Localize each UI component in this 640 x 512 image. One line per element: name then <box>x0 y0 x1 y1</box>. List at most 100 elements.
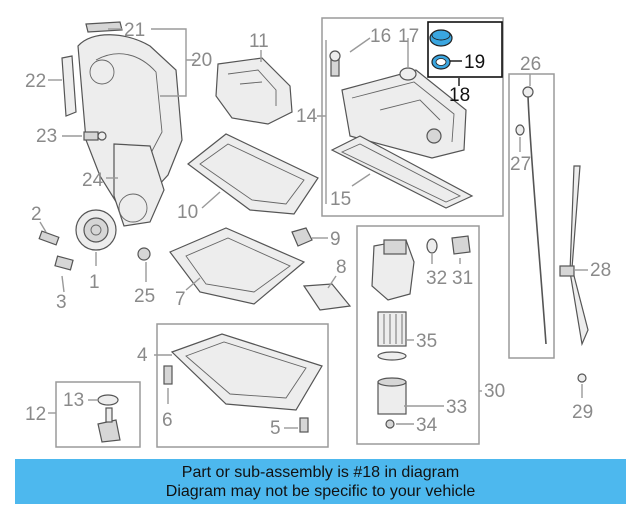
bolt-25-part <box>137 247 151 261</box>
plug-9-part <box>291 227 313 247</box>
lower-timing-cover-part <box>113 143 165 227</box>
leader-15 <box>351 173 371 187</box>
valve-cover-group-box <box>321 17 504 217</box>
filter-cap-top <box>377 377 407 387</box>
callout-33: 33 <box>446 397 467 418</box>
callout-19: 19 <box>464 52 485 73</box>
callout-10: 10 <box>177 202 198 223</box>
callout-14: 14 <box>296 106 318 127</box>
banner-line-part-number: Part or sub-assembly is #18 in diagram <box>181 463 460 481</box>
leader-3 <box>61 275 65 293</box>
callout-11: 11 <box>249 31 269 52</box>
callout-17: 17 <box>398 26 419 47</box>
bolt-23-part <box>83 131 99 141</box>
crank-pulley-hub <box>83 217 109 243</box>
callout-13: 13 <box>63 390 84 411</box>
highlight-box-18 <box>427 21 503 78</box>
crank-pulley-center <box>90 224 102 236</box>
callout-12: 12 <box>25 404 46 425</box>
exploded-parts-diagram: 21 20 22 23 24 11 10 14 15 16 17 19 18 2… <box>25 17 611 448</box>
dipstick-seal-27-part <box>515 124 525 136</box>
oil-baffle-part <box>169 227 306 305</box>
timing-cover-boss <box>89 59 115 85</box>
oil-filler-cap-ridge <box>431 29 451 41</box>
seal-31-part <box>451 235 471 255</box>
grommet-17-part <box>399 67 417 81</box>
callout-1: 1 <box>89 272 100 293</box>
filler-cap-seal-hole <box>435 58 447 66</box>
callout-6: 6 <box>162 410 173 431</box>
bolt-23-head <box>97 131 107 141</box>
oring-29-part <box>577 373 587 383</box>
oil-filter-oring <box>377 351 407 361</box>
callout-16: 16 <box>370 26 391 47</box>
callout-15: 15 <box>330 189 351 210</box>
leader-8 <box>327 275 337 289</box>
callout-4: 4 <box>137 345 148 366</box>
lower-cover-seal <box>118 193 148 223</box>
callout-25: 25 <box>134 286 155 307</box>
callout-28: 28 <box>590 260 611 281</box>
dipstick-tube-28-part <box>569 165 589 347</box>
bolt-16-head <box>329 50 341 62</box>
control-valve-detail <box>227 69 277 106</box>
leader-20-21 <box>151 28 196 97</box>
drain-plug-6-part <box>163 365 173 385</box>
callout-34: 34 <box>416 415 438 436</box>
dipstick-handle <box>522 86 534 98</box>
oil-filter-pleats <box>383 314 403 344</box>
callout-22: 22 <box>25 71 46 92</box>
valve-cover-detail <box>351 81 455 143</box>
oil-level-sensor-part <box>97 419 121 443</box>
valve-cover-gasket-part <box>330 135 474 209</box>
callout-29: 29 <box>572 402 593 423</box>
callout-8: 8 <box>336 257 347 278</box>
timing-bracket-part <box>61 55 77 117</box>
callout-24: 24 <box>82 170 104 191</box>
seal-32-part <box>426 238 438 254</box>
callout-9: 9 <box>330 229 341 250</box>
banner-line-disclaimer: Diagram may not be specific to your vehi… <box>165 482 476 500</box>
oil-filter-element-35-part <box>377 311 407 347</box>
callout-32: 32 <box>426 268 447 289</box>
callout-27: 27 <box>510 154 531 175</box>
oil-pan-inner <box>185 341 307 399</box>
bedplate-gasket-part <box>187 133 319 215</box>
info-banner: Part or sub-assembly is #18 in diagram D… <box>15 459 626 504</box>
dipstick-tube-bracket <box>559 265 575 277</box>
valve-cover-gasket-inner <box>340 143 462 203</box>
callout-7: 7 <box>175 289 186 310</box>
oil-filter-housing-top <box>383 239 407 255</box>
oil-baffle-inner <box>185 237 291 293</box>
callout-2: 2 <box>31 204 42 225</box>
dipstick-26-part <box>527 95 547 345</box>
leader-2 <box>39 221 47 233</box>
bolt-3-part <box>54 255 74 271</box>
bolt-5-part <box>299 417 309 433</box>
callout-35: 35 <box>416 331 437 352</box>
sensor-stem <box>105 407 113 423</box>
leader-14 <box>317 40 327 204</box>
callout-20: 20 <box>191 50 212 71</box>
timing-cover-detail <box>95 53 163 181</box>
dipstick-group-box <box>508 73 555 359</box>
oil-pan-part <box>170 333 323 411</box>
callout-5: 5 <box>270 418 281 439</box>
bolt-2-part <box>38 230 60 246</box>
callout-26: 26 <box>520 54 541 75</box>
leader-7 <box>185 277 201 291</box>
leader-10 <box>201 191 221 209</box>
callout-30: 30 <box>484 381 505 402</box>
oil-pan-group-box <box>156 323 329 448</box>
leader-16 <box>349 37 371 53</box>
bedplate-gasket-inner <box>199 143 305 205</box>
callout-21: 21 <box>124 20 145 41</box>
gasket-8-part <box>302 283 352 311</box>
callout-31: 31 <box>452 268 473 289</box>
valve-cover-port <box>426 128 442 144</box>
filter-cap-seal <box>385 419 395 429</box>
callout-23: 23 <box>36 126 57 147</box>
callout-3: 3 <box>56 292 67 313</box>
oil-filter-group-box <box>356 225 480 445</box>
